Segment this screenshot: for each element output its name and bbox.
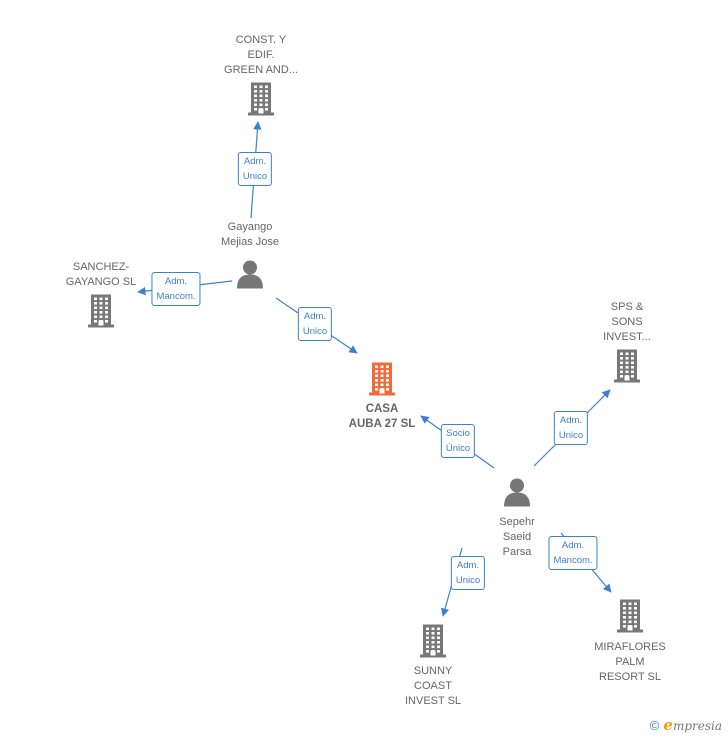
edge-label-line: Adm. bbox=[303, 311, 327, 322]
node-label-line: GREEN AND... bbox=[224, 64, 298, 76]
edge-label-line: Adm. bbox=[243, 156, 267, 167]
edge-label-sepehr-sps[interactable]: Adm. Unico bbox=[553, 411, 589, 445]
edge-label-line: Adm. bbox=[559, 415, 583, 426]
building-icon[interactable] bbox=[419, 624, 447, 663]
node-label-line: CASA bbox=[365, 403, 399, 415]
node-label-sunny[interactable]: SUNNY COAST INVEST SL bbox=[405, 664, 461, 709]
node-label-line: SANCHEZ- bbox=[72, 261, 130, 273]
edge-label-line: Unico bbox=[455, 575, 481, 586]
footer-brand: © empresia bbox=[650, 716, 722, 734]
node-label-line: MIRAFLORES bbox=[594, 641, 666, 653]
building-icon[interactable] bbox=[87, 294, 115, 333]
edge-label-gayango-sanchez[interactable]: Adm. Mancom. bbox=[151, 272, 201, 306]
person-icon[interactable] bbox=[502, 477, 532, 512]
node-label-line: SPS & bbox=[610, 301, 644, 313]
edge-label-line: Único bbox=[445, 443, 471, 454]
edge-label-line: Adm. bbox=[561, 540, 585, 551]
edge-label-line: Unico bbox=[242, 171, 268, 182]
node-label-line: Sepehr bbox=[499, 516, 535, 528]
edge-label-line: Mancom. bbox=[553, 555, 593, 566]
node-label-line: RESORT SL bbox=[599, 671, 661, 683]
node-label-line: Parsa bbox=[502, 546, 532, 558]
node-label-line: Gayango bbox=[227, 221, 273, 233]
node-label-line: PALM bbox=[615, 656, 645, 668]
node-label-miraflores[interactable]: MIRAFLORES PALM RESORT SL bbox=[594, 640, 666, 685]
edge-label-line: Unico bbox=[558, 430, 584, 441]
node-label-line: SONS bbox=[611, 316, 643, 328]
edge-label-gayango-casa[interactable]: Adm. Unico bbox=[297, 307, 333, 341]
edge-label-gayango-const[interactable]: Adm. Unico bbox=[237, 152, 273, 186]
edge-label-line: Socio bbox=[446, 428, 470, 439]
person-icon[interactable] bbox=[235, 259, 265, 294]
edge-label-line: Adm. bbox=[164, 276, 188, 287]
node-label-sanchez[interactable]: SANCHEZ- GAYANGO SL bbox=[66, 260, 137, 290]
node-label-line: INVEST... bbox=[603, 331, 651, 343]
node-label-const[interactable]: CONST. Y EDIF. GREEN AND... bbox=[224, 33, 298, 78]
node-label-line: EDIF. bbox=[247, 49, 275, 61]
edge-label-line: Adm. bbox=[456, 560, 480, 571]
building-icon[interactable] bbox=[368, 362, 396, 401]
copyright-icon: © bbox=[649, 717, 660, 733]
node-label-line: Mejias Jose bbox=[220, 236, 280, 248]
node-label-line: COAST bbox=[414, 680, 452, 692]
edge-label-line: Mancom. bbox=[156, 291, 196, 302]
edge-label-sepehr-miraflores[interactable]: Adm. Mancom. bbox=[548, 536, 598, 570]
node-label-line: GAYANGO SL bbox=[65, 276, 137, 288]
node-label-line: Saeid bbox=[502, 531, 532, 543]
edge-label-sepehr-sunny[interactable]: Adm. Unico bbox=[450, 556, 486, 590]
node-label-line: AUBA 27 SL bbox=[348, 418, 416, 430]
building-icon[interactable] bbox=[616, 599, 644, 638]
node-label-line: CONST. Y bbox=[235, 34, 287, 46]
node-label-casa[interactable]: CASA AUBA 27 SL bbox=[349, 402, 416, 432]
building-icon[interactable] bbox=[247, 82, 275, 121]
node-label-line: SUNNY bbox=[413, 665, 453, 677]
node-label-line: INVEST SL bbox=[404, 695, 462, 707]
node-label-sps[interactable]: SPS & SONS INVEST... bbox=[603, 300, 651, 345]
building-icon[interactable] bbox=[613, 349, 641, 388]
edge-label-line: Unico bbox=[302, 326, 328, 337]
brand-logo: empresia bbox=[663, 716, 722, 734]
